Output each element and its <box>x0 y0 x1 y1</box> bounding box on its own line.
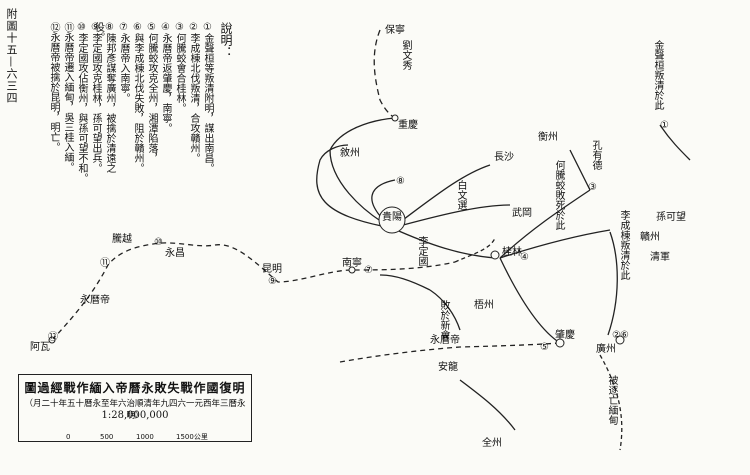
scale-tick: 1000 <box>136 433 154 441</box>
place-wugang: 武岡 <box>512 208 532 219</box>
legend-item: ⑦永曆帝入南寧。 <box>118 22 129 103</box>
place-zhaoqing: 肇慶 <box>555 330 575 341</box>
map-title: 圖過經戰作緬入帝曆永敗失戰作國復明 <box>24 381 246 395</box>
marker-8: ⑧ <box>396 176 405 187</box>
legend-item: ①金聲桓等叛清附明，謀出南昌。 <box>202 22 213 173</box>
place-anlong: 安龍 <box>438 362 458 373</box>
annotation-gui-zhu-note: 被逐亡緬甸 <box>606 375 617 425</box>
route-to-3 <box>499 189 591 259</box>
legend-item: ⑤何騰蛟攻克全州，湘潭陷落， <box>146 22 157 163</box>
place-wuzhou: 梧州 <box>474 300 494 311</box>
city-dot-zhaoqing <box>555 338 565 348</box>
city-dot-nanning <box>348 266 356 274</box>
route-lower <box>459 379 516 431</box>
annotation-qing-army: 清軍 <box>650 252 670 263</box>
place-kunming: 昆明 <box>262 264 282 275</box>
guilin-zhaoqing-route <box>499 257 561 344</box>
route-mid <box>429 289 461 331</box>
annotation-li-chengdong: 李成棟叛清於此 <box>618 210 629 280</box>
route-mid-west <box>379 274 431 291</box>
place-ava: 阿瓦 <box>30 342 50 353</box>
annotation-li-dingguo: 李定國 <box>416 236 427 266</box>
annotation-gui-route: 永曆帝 <box>80 295 110 306</box>
marker-6: ⑥ <box>620 330 629 341</box>
legend-item: ⑥與李成棟北伐失敗，阻於贛州。 <box>132 22 143 173</box>
marker-1: ① <box>660 120 669 131</box>
scale-tick: 0 <box>66 433 71 441</box>
east-route <box>391 204 511 229</box>
city-dot-chongqing <box>391 114 399 122</box>
city-dot-guilin <box>490 250 500 260</box>
south-east-route <box>391 227 496 259</box>
place-xuzhou: 敘州 <box>340 148 360 159</box>
route-6 <box>607 231 618 336</box>
city-circle-guiyang <box>378 206 406 234</box>
place-ganzhou: 贛州 <box>640 232 660 243</box>
marker-11: ⑪ <box>100 258 110 269</box>
map-title-box: 圖過經戰作緬入帝曆永敗失戰作國復明 （月二十年五十曆永至年六治順清年九四六一元西… <box>18 374 252 442</box>
marker-3: ③ <box>588 182 597 193</box>
place-guiyang: 貴陽 <box>382 212 402 223</box>
marker-4: ④ <box>520 252 529 263</box>
legend-item: ⑧陳邦彥謀奪廣州，被擒於清遠之役。 <box>92 22 116 173</box>
southern-route <box>339 342 561 363</box>
city-dot-ava <box>48 336 56 344</box>
place-guangzhou: 廣州 <box>596 344 616 355</box>
legend-item: ③何騰蛟會合桂林。 <box>174 22 185 113</box>
place-tengyue: 騰越 <box>112 234 132 245</box>
annotation-sun-kewang: 孫可望 <box>656 212 686 223</box>
legend-item: ⑩李定國攻佔衡州，與孫可望不和。 <box>76 22 87 183</box>
page-number-label: 附圖十五—六三四 <box>5 8 18 104</box>
legend-title: 說明： <box>219 22 233 58</box>
north-dashed-route <box>373 29 396 119</box>
place-hengzhou: 衡州 <box>538 132 558 143</box>
annotation-bei-yu: 敗於新會 <box>438 300 449 340</box>
northeast-route <box>391 164 491 229</box>
city-dot-guangzhou <box>615 335 625 345</box>
marker-12: ⑫ <box>48 332 58 343</box>
place-yongchang: 永昌 <box>165 248 185 259</box>
place-quanzhou: 全州 <box>482 438 502 449</box>
place-baoning: 保寧 <box>385 25 405 36</box>
annotation-yongli-path: 永曆帝 <box>430 335 460 346</box>
yongli-retreat-route <box>51 242 456 341</box>
route-east-hunan <box>499 229 611 259</box>
scale-tick: 500 <box>100 433 114 441</box>
annotation-jin-sheng-huan: 金聲桓叛清於此 <box>652 40 663 110</box>
legend-item: ⑫永曆帝被擒於昆明，明亡。 <box>48 22 59 152</box>
map-subtitle: （月二十年五十曆永至年六治順清年九四六一元西年三曆永明） <box>24 399 246 421</box>
marker-5: ⑤ <box>540 342 549 353</box>
route-north-3 <box>569 149 591 191</box>
place-nanning: 南寧 <box>342 258 362 269</box>
legend-item: ⑪永曆帝遷入緬甸，吳三桂入緬。 <box>62 22 73 172</box>
annotation-he-tengjiao: 何騰蛟敗死於此 <box>553 160 564 230</box>
guilin-route <box>454 237 496 263</box>
marker-9: ⑨ <box>268 276 277 287</box>
map-scale: 1:28,000,000 <box>101 410 169 421</box>
route-1 <box>659 124 691 161</box>
place-chongqing: 重慶 <box>398 120 418 131</box>
legend-item: ②李成棟北伐叛清，合攻贛州。 <box>188 22 199 163</box>
annotation-bai-wen: 白文選 <box>455 180 466 210</box>
legend-list: ①金聲桓等叛清附明，謀出南昌。 ②李成棟北伐叛清，合攻贛州。 ③何騰蛟會合桂林。… <box>48 22 213 187</box>
scale-tick: 1500公里 <box>176 433 208 441</box>
place-guilin: 桂林 <box>502 247 522 258</box>
annotation-liu-wenxiu: 劉文秀 <box>400 40 411 70</box>
legend-item: ④永曆帝返肇慶，南寧。 <box>160 22 171 133</box>
legend-item: ⑨李定國攻克桂林，孫可望出兵。 <box>90 22 101 173</box>
annotation-kong-youde: 孔有德 <box>590 140 601 170</box>
place-changsha: 長沙 <box>494 152 514 163</box>
marker-10: ⑩ <box>154 237 163 248</box>
marker-2: ② <box>612 330 621 341</box>
marker-7: ⑦ <box>364 265 373 276</box>
west-campaign-route <box>316 144 393 229</box>
